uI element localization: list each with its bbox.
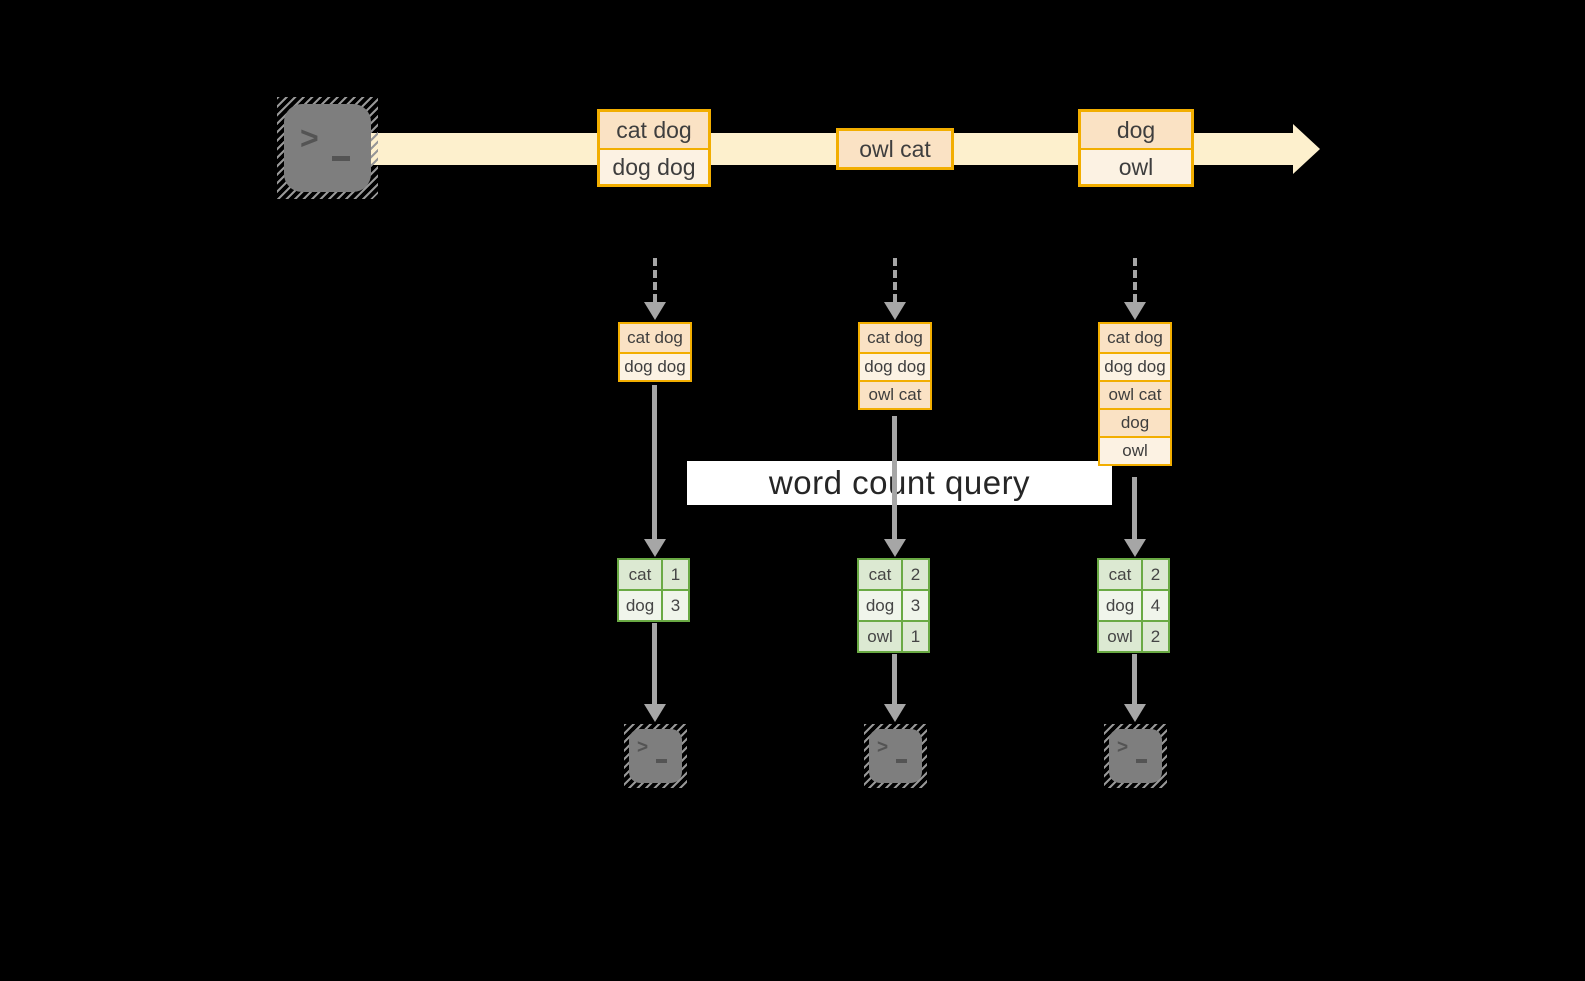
query-arrow-2-head-icon (884, 539, 906, 557)
query-arrow-2 (892, 416, 897, 541)
state-row: dog dog (860, 352, 930, 380)
count-cell: 2 (1143, 560, 1168, 589)
sink-terminal-icon-1: > (624, 724, 687, 788)
word-cell: dog (1099, 591, 1143, 620)
count-cell: 3 (663, 591, 688, 620)
terminal-screen: > (869, 729, 922, 783)
sink-arrow-1-head-icon (644, 704, 666, 722)
batch-row: owl cat (839, 131, 951, 167)
prompt-chevron-icon: > (300, 120, 319, 156)
word-cell: cat (619, 560, 663, 589)
stream-batch-1: cat dog dog dog (597, 109, 711, 187)
dashed-arrow-3-head-icon (1124, 302, 1146, 320)
state-row: dog (1100, 408, 1170, 436)
count-cell: 4 (1143, 591, 1168, 620)
stream-arrowhead-icon (1293, 124, 1320, 174)
source-terminal-icon: > (277, 97, 378, 199)
table-row: owl 1 (859, 620, 928, 651)
table-row: dog 3 (859, 589, 928, 620)
word-cell: dog (619, 591, 663, 620)
table-row: cat 1 (619, 560, 688, 589)
table-row: cat 2 (859, 560, 928, 589)
sink-arrow-3 (1132, 654, 1137, 706)
count-cell: 3 (903, 591, 928, 620)
word-cell: dog (859, 591, 903, 620)
word-cell: cat (1099, 560, 1143, 589)
count-cell: 2 (1143, 622, 1168, 651)
state-row: owl (1100, 436, 1170, 464)
sink-arrow-3-head-icon (1124, 704, 1146, 722)
dashed-arrow-1 (653, 258, 657, 302)
terminal-screen: > (284, 104, 371, 192)
dashed-arrow-3 (1133, 258, 1137, 302)
sink-terminal-icon-3: > (1104, 724, 1167, 788)
word-cell: owl (1099, 622, 1143, 651)
state-box-1: cat dog dog dog (618, 322, 692, 382)
state-row: owl cat (1100, 380, 1170, 408)
terminal-screen: > (1109, 729, 1162, 783)
batch-row: dog (1081, 112, 1191, 148)
state-box-3: cat dog dog dog owl cat dog owl (1098, 322, 1172, 466)
word-cell: cat (859, 560, 903, 589)
count-cell: 1 (663, 560, 688, 589)
table-row: dog 4 (1099, 589, 1168, 620)
prompt-underscore-icon (656, 759, 667, 763)
prompt-underscore-icon (1136, 759, 1147, 763)
count-table-3: cat 2 dog 4 owl 2 (1097, 558, 1170, 653)
prompt-chevron-icon: > (1117, 737, 1129, 758)
count-table-2: cat 2 dog 3 owl 1 (857, 558, 930, 653)
prompt-underscore-icon (896, 759, 907, 763)
query-arrow-3-head-icon (1124, 539, 1146, 557)
prompt-underscore-icon (332, 156, 350, 161)
query-label: word count query (687, 461, 1112, 505)
dashed-arrow-2 (893, 258, 897, 302)
state-box-2: cat dog dog dog owl cat (858, 322, 932, 410)
table-row: cat 2 (1099, 560, 1168, 589)
count-cell: 2 (903, 560, 928, 589)
query-arrow-1-head-icon (644, 539, 666, 557)
state-row: cat dog (1100, 324, 1170, 352)
table-row: dog 3 (619, 589, 688, 620)
dashed-arrow-1-head-icon (644, 302, 666, 320)
sink-arrow-2-head-icon (884, 704, 906, 722)
count-cell: 1 (903, 622, 928, 651)
prompt-chevron-icon: > (877, 737, 889, 758)
batch-row: cat dog (600, 112, 708, 148)
sink-terminal-icon-2: > (864, 724, 927, 788)
terminal-screen: > (629, 729, 682, 783)
prompt-chevron-icon: > (637, 737, 649, 758)
batch-row: owl (1081, 148, 1191, 184)
state-row: dog dog (620, 352, 690, 380)
batch-row: dog dog (600, 148, 708, 184)
query-arrow-1 (652, 385, 657, 541)
stream-batch-3: dog owl (1078, 109, 1194, 187)
state-row: cat dog (860, 324, 930, 352)
state-row: dog dog (1100, 352, 1170, 380)
query-arrow-3 (1132, 477, 1137, 541)
sink-arrow-2 (892, 654, 897, 706)
state-row: owl cat (860, 380, 930, 408)
count-table-1: cat 1 dog 3 (617, 558, 690, 622)
sink-arrow-1 (652, 623, 657, 706)
stream-batch-2: owl cat (836, 128, 954, 170)
dashed-arrow-2-head-icon (884, 302, 906, 320)
table-row: owl 2 (1099, 620, 1168, 651)
word-cell: owl (859, 622, 903, 651)
state-row: cat dog (620, 324, 690, 352)
